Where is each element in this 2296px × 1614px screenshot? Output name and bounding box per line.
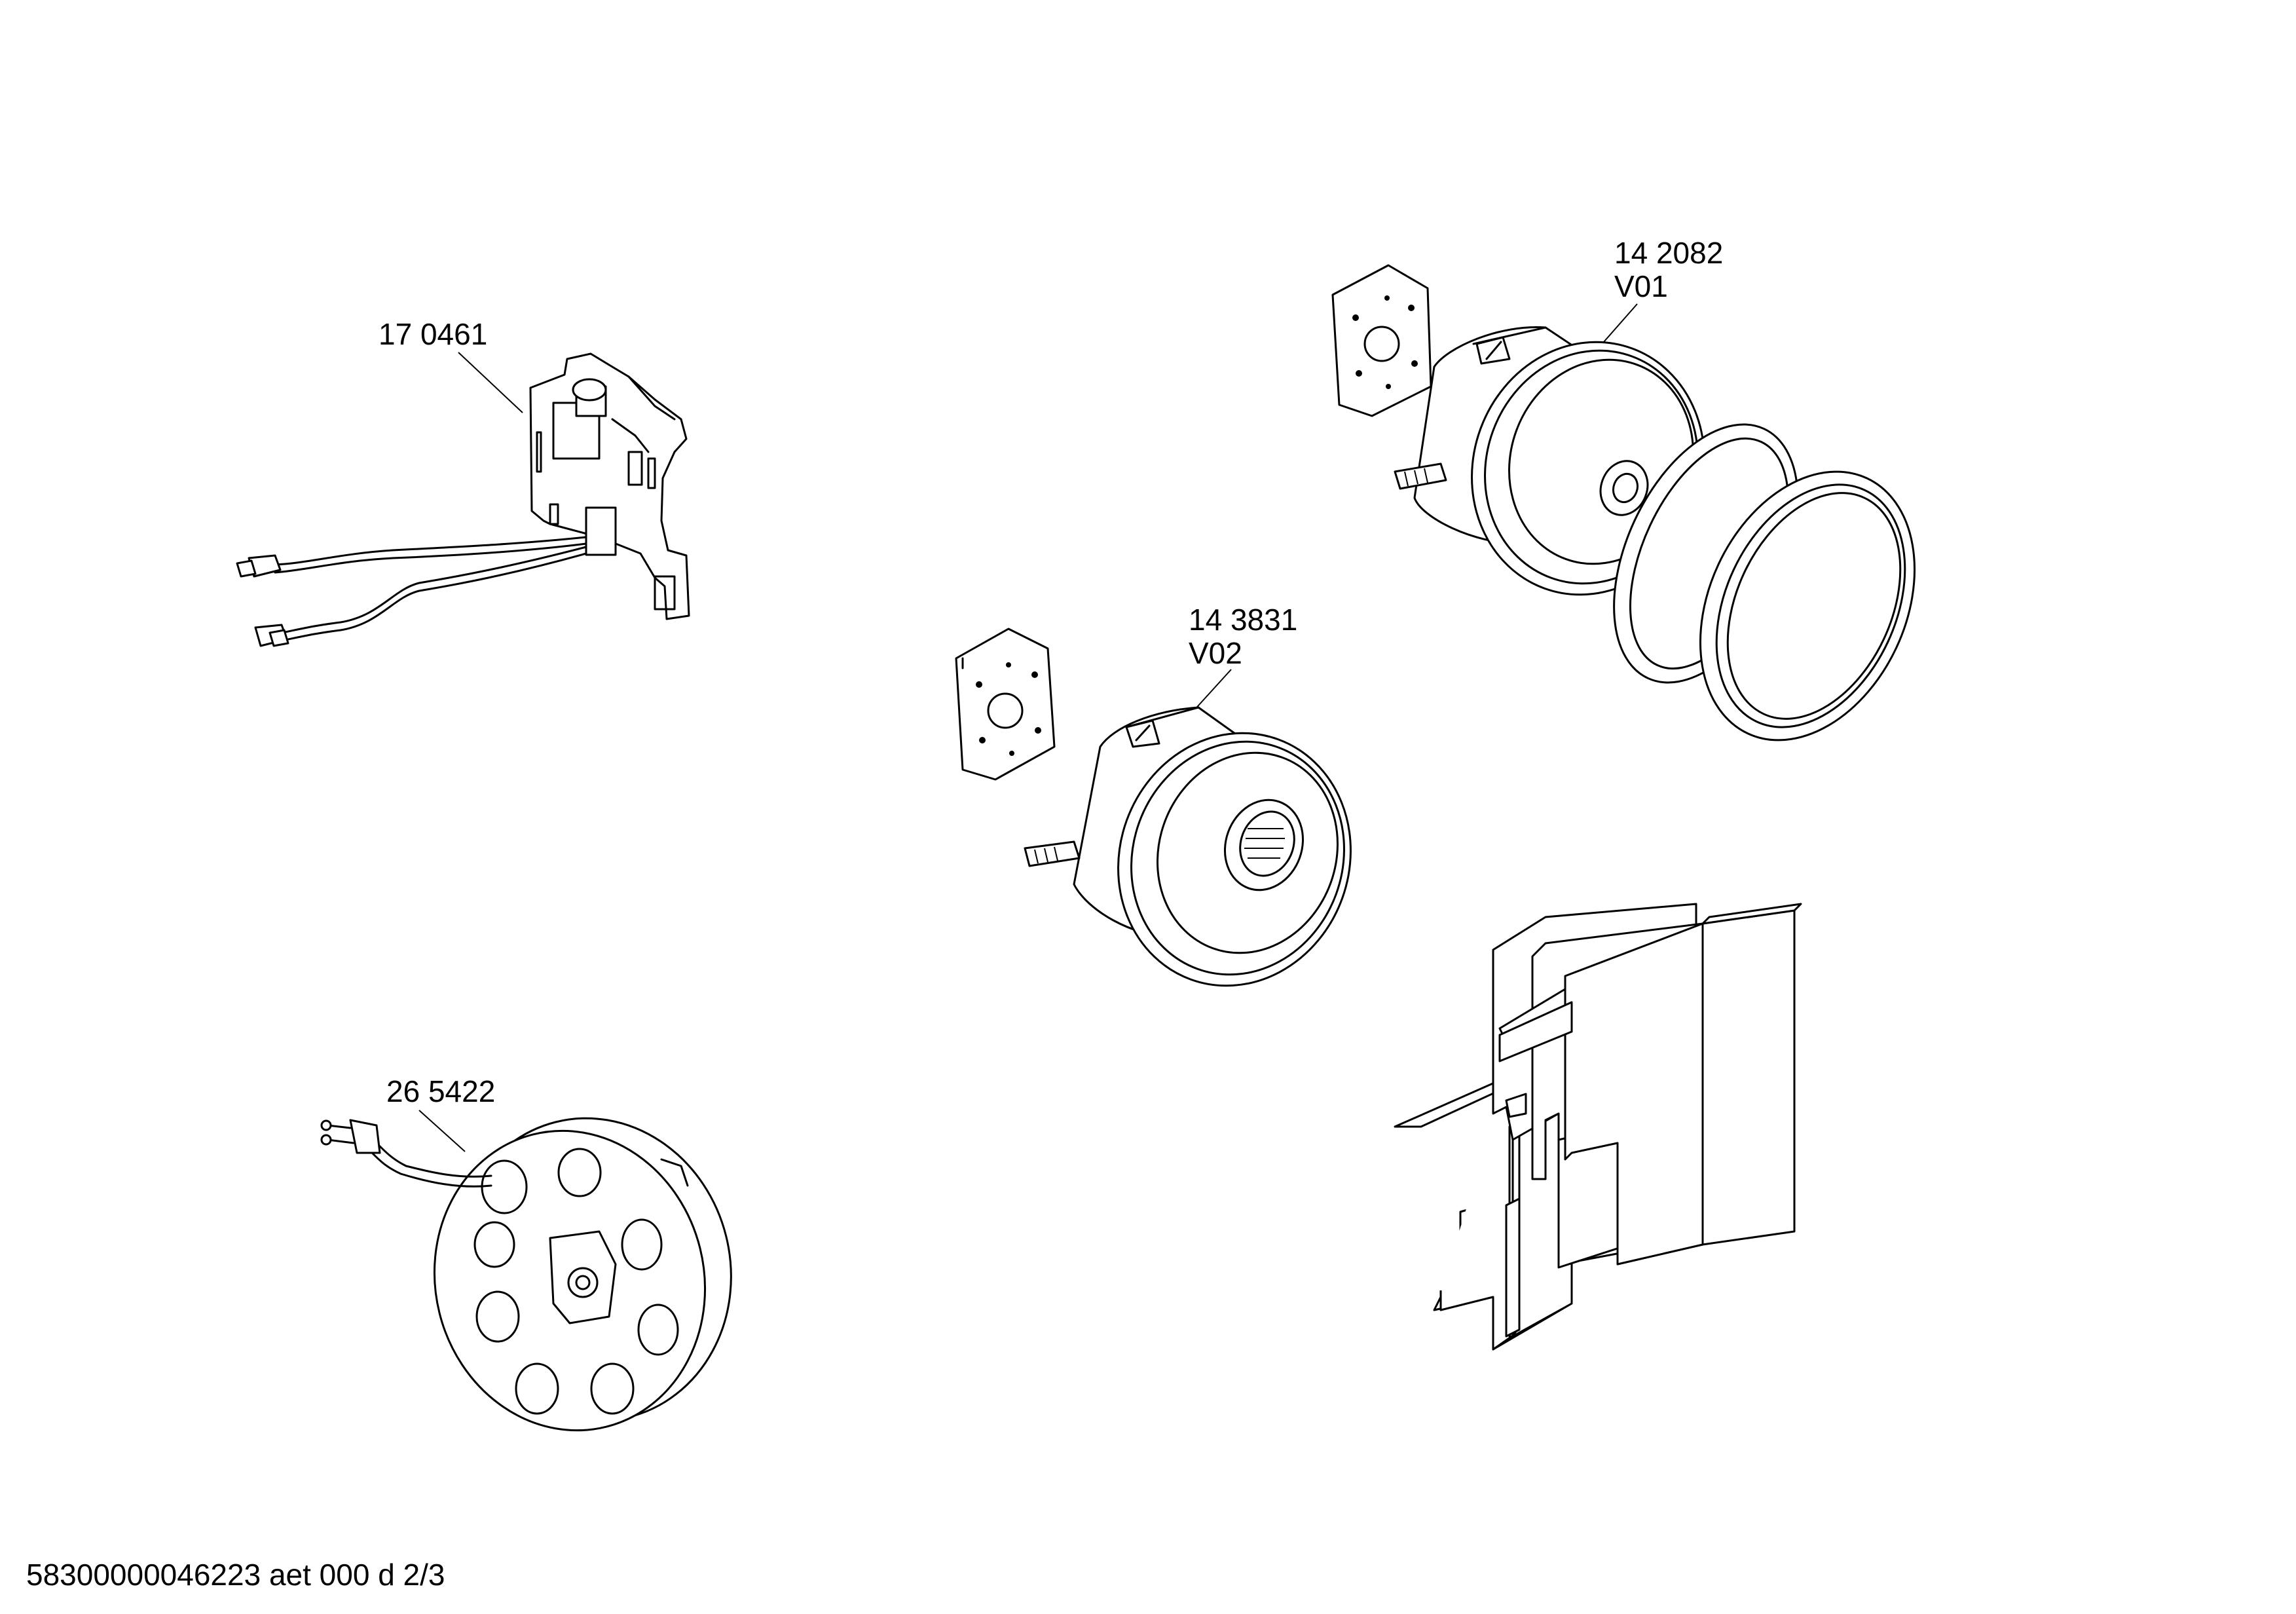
reel-slot [621, 1218, 663, 1271]
part-number-switch-board: 17 0461 [379, 317, 487, 351]
part-label-motor-large: 14 2082 V01 [1614, 236, 1723, 303]
reel-slot [557, 1148, 602, 1197]
seal-ring [1699, 470, 1916, 741]
reel-slot [473, 1221, 515, 1268]
part-variant-motor-small: V02 [1189, 636, 1242, 670]
foam-filter-drawing [1394, 903, 1802, 1351]
reel-slot [590, 1362, 635, 1415]
drawing-reference-footer: 58300000046223 aet 000 d 2/3 [26, 1558, 445, 1592]
leader-line-switch-board [458, 352, 523, 413]
motor-large-drawing [1331, 264, 1916, 741]
part-number-motor-large: 14 2082 [1614, 236, 1723, 270]
foam-filter-side-a [1701, 909, 1796, 1246]
motor-small-connector [1024, 840, 1081, 867]
wire-connector-top [236, 554, 282, 578]
reel-slot [481, 1159, 528, 1214]
relay-block [585, 506, 617, 556]
mounting-plate-large [1331, 264, 1432, 417]
mains-plug [320, 1119, 381, 1154]
leader-line-cable-reel [418, 1110, 466, 1152]
reel-slot [475, 1290, 520, 1343]
switch-board-drawing [236, 352, 690, 647]
part-label-cable-reel: 26 5422 [386, 1074, 495, 1108]
reel-slot [637, 1304, 679, 1356]
reel-slot [515, 1362, 559, 1415]
part-label-motor-small: 14 3831 V02 [1189, 603, 1297, 670]
part-label-switch-board: 17 0461 [379, 317, 487, 351]
part-variant-motor-large: V01 [1614, 269, 1668, 303]
motor-small-drawing [955, 628, 1352, 987]
mounting-plate-small [955, 628, 1056, 781]
wire-connector-bottom [254, 624, 289, 647]
part-number-motor-small: 14 3831 [1189, 603, 1297, 637]
part-number-cable-reel: 26 5422 [386, 1074, 495, 1108]
motor-large-connector [1394, 462, 1447, 490]
cable-reel-drawing [320, 1110, 732, 1432]
